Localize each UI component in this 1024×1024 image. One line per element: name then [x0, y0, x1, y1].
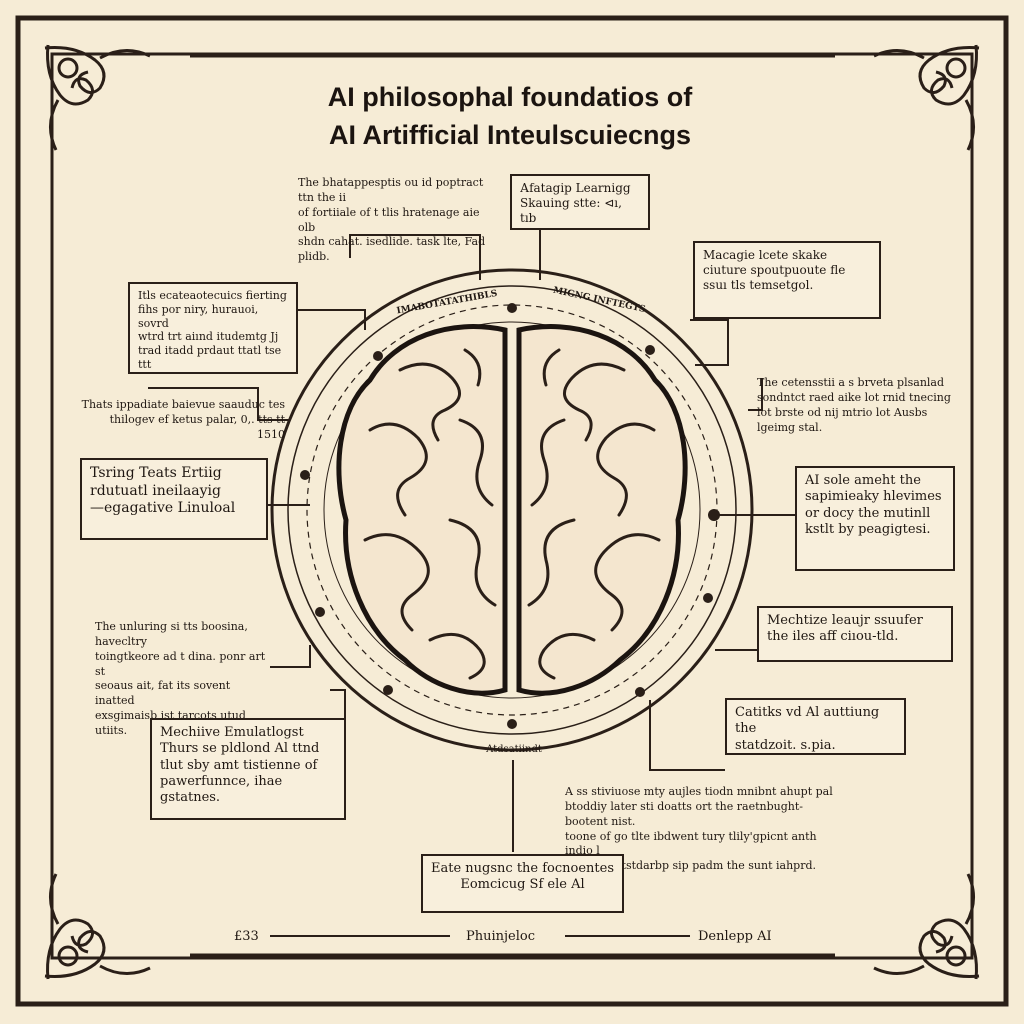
- corner-ornament-bottom-left: [44, 873, 151, 980]
- footer-left: £33: [234, 929, 259, 944]
- note-left-1: Thats ippadiate baievue saauduc tes thil…: [81, 398, 285, 441]
- note-left-2: The unluring si tts boosina, havecltry t…: [95, 620, 266, 737]
- outer-frame: [15, 15, 1009, 1007]
- callout-top-center: Аfatagip Learnigg Skauing stte: ⊲ı, tıb: [510, 174, 650, 230]
- callout-middle-left: Tsring Teats Ertiig rdutuatl ineilaayig …: [80, 458, 268, 540]
- ring-nodes: [300, 303, 720, 729]
- callout-top-right: Macagie lcete skake ciuture spoutpuoute …: [693, 241, 881, 319]
- corner-ornament-top-left: [44, 44, 151, 151]
- callout-bottom-center: Eate nugsnc the focnoentes Eomcicug Sf e…: [421, 854, 624, 913]
- callout-lower-right-1: Mechtize leaujr ssuufer the iles aff ciı…: [757, 606, 953, 662]
- callout-lower-right-2: Catitks vd Al auttiung the statdzoit. s.…: [725, 698, 906, 755]
- note-top: The bhatappesptis ou id poptract ttn the…: [298, 176, 486, 264]
- ring-label-bottom: Atdsatiindt: [486, 744, 542, 755]
- callout-lower-left: Mechiive Emulatlogst Thurs se pldlond Al…: [150, 718, 346, 820]
- callout-middle-right: AI sole ameht the sapimieaky hlevimes or…: [795, 466, 955, 571]
- corner-ornament-bottom-right: [873, 873, 980, 980]
- brain-right-hemisphere: [516, 324, 688, 696]
- title-line-1: AI philosophal foundatios of: [327, 82, 693, 112]
- footer-center: Phuinjeloc: [466, 929, 536, 944]
- brain-left-hemisphere: [336, 324, 508, 696]
- brain-folds: [363, 348, 661, 680]
- brain-illustration: [336, 324, 688, 696]
- note-right-1: The cetensstii a s brveta plsanlad sondn…: [757, 376, 951, 434]
- callout-upper-left: Itls ecateaotecuics fierting fihs por ni…: [128, 282, 298, 374]
- note-bottom: A ss stiviuose mty aujles tiodn mnibnt a…: [565, 785, 833, 873]
- footer-right: Denlepp AI: [698, 929, 772, 944]
- corner-ornament-top-right: [873, 44, 980, 151]
- title-line-2: AI Artifficial Inteulscuiecngs: [328, 120, 692, 150]
- inner-frame: [50, 52, 974, 960]
- ring-decoration: [270, 268, 754, 752]
- connector-lines: [148, 230, 795, 852]
